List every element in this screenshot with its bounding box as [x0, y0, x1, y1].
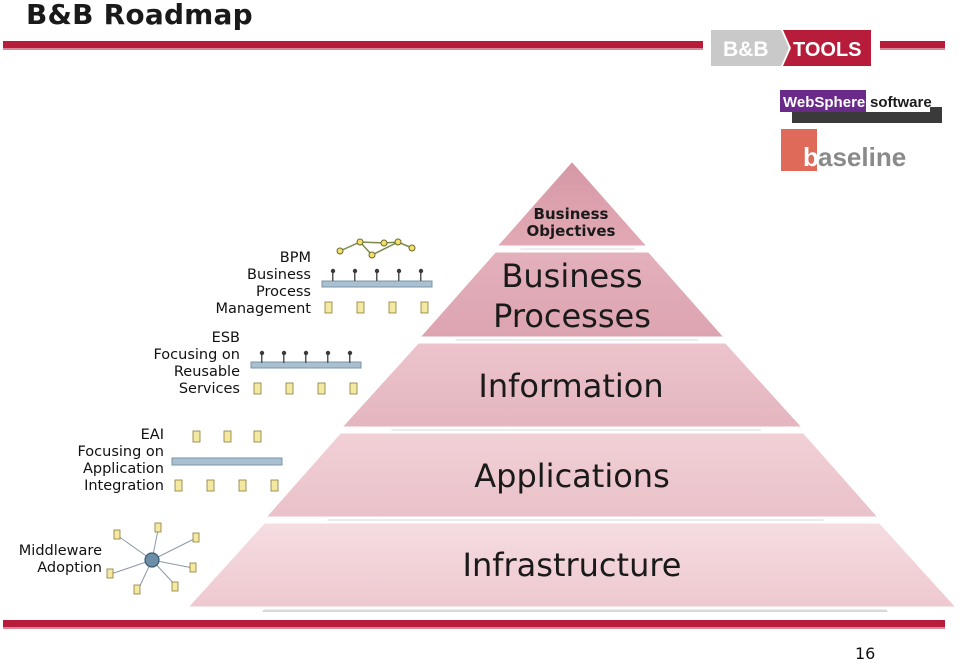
esb-connector: [250, 350, 362, 395]
level-label-processes-1: Business: [501, 257, 642, 295]
slide-title: B&B Roadmap: [26, 0, 253, 31]
baseline-initial: b: [803, 142, 819, 171]
level-label-infrastructure: Infrastructure: [463, 546, 682, 584]
header-divider-bar-right: [880, 41, 945, 50]
level-label-applications: Applications: [474, 457, 669, 495]
level-label-objectives-1: Business: [534, 205, 609, 223]
baseline-logo: b aseline: [781, 129, 906, 171]
level-label-information: Information: [478, 367, 663, 405]
pyramid-level-business-objectives: [491, 157, 653, 249]
level-label-processes-2: Processes: [493, 297, 651, 335]
stage-label-middleware: Middleware Adoption: [18, 543, 102, 576]
eai-connector: [171, 430, 283, 492]
pyramid-level-business-processes: [414, 249, 730, 340]
pyramid-level-information: [336, 340, 808, 430]
websphere-logo: WebSphere software: [780, 90, 942, 123]
websphere-software-text: software: [870, 94, 932, 111]
logo-tools-text: TOOLS: [793, 39, 862, 61]
header-divider-bar: [3, 41, 703, 50]
pyramid-level-applications: [260, 430, 884, 520]
level-label-objectives-2: Objectives: [527, 222, 616, 240]
middleware-hub: [106, 522, 200, 595]
bpm-connector: [321, 238, 433, 314]
logo-bb-text: B&B: [723, 38, 769, 61]
stage-label-esb: ESB Focusing on Reusable Services: [153, 330, 240, 397]
stage-label-eai: EAI Focusing on Application Integration: [77, 427, 164, 494]
pyramid-level-infrastructure: [182, 520, 960, 610]
stage-label-bpm: BPM Business Process Management: [215, 250, 311, 317]
bb-tools-logo: B&B TOOLS: [711, 30, 871, 66]
page-number: 16: [855, 644, 876, 663]
baseline-text: aseline: [818, 142, 906, 171]
footer-divider-bar: [3, 620, 945, 629]
websphere-text: WebSphere: [783, 94, 865, 111]
